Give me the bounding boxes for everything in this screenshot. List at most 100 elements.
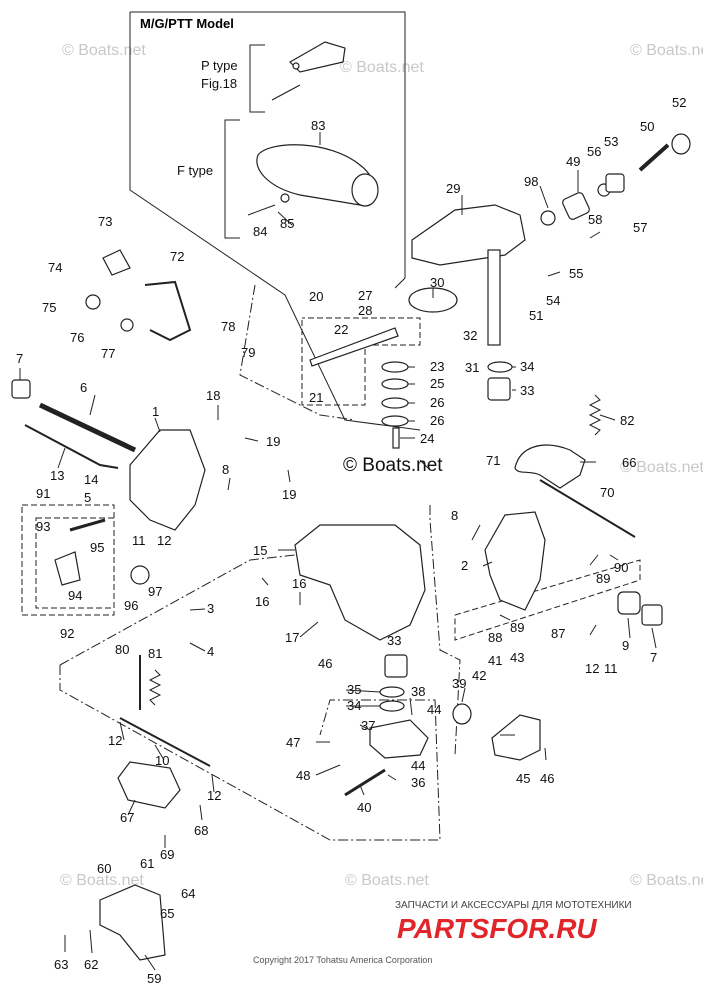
leader-19b — [287, 469, 291, 483]
leader-67 — [127, 799, 136, 816]
model-title: M/G/PTT Model — [140, 16, 234, 31]
leader-6 — [89, 394, 96, 416]
footer: Copyright 2017 Tohatsu America Corporati… — [253, 900, 632, 965]
callout-92: 92 — [60, 626, 74, 641]
callout-19b: 19 — [282, 487, 296, 502]
link-72 — [144, 280, 192, 342]
tilt-tube-6 — [38, 402, 137, 453]
callout-79: 79 — [241, 345, 255, 360]
watermark-mid-right: © Boats.net — [620, 459, 703, 476]
callout-58: 58 — [588, 212, 602, 227]
inset-border-left — [129, 12, 421, 431]
washer-77 — [120, 318, 134, 332]
leader-62 — [89, 929, 93, 954]
callout-19a: 19 — [266, 434, 280, 449]
callout-29: 29 — [446, 181, 460, 196]
callout-59: 59 — [147, 971, 161, 986]
leader-35 — [345, 689, 381, 693]
callout-2: 2 — [461, 558, 468, 573]
watermark-group: © Boats.net © Boats.net © Boats.net © Bo… — [60, 42, 703, 889]
callout-51: 51 — [529, 308, 543, 323]
callout-60: 60 — [97, 861, 111, 876]
callout-22: 22 — [334, 322, 348, 337]
bushing-49 — [562, 192, 590, 220]
callout-70: 70 — [600, 485, 614, 500]
callout-97: 97 — [148, 584, 162, 599]
clamp-bracket-1 — [129, 429, 206, 531]
leader-38 — [409, 697, 413, 716]
assembly-chain-mid — [59, 554, 296, 666]
callout-3: 3 — [207, 601, 214, 616]
callout-45: 45 — [516, 771, 530, 786]
callout-87: 87 — [551, 626, 565, 641]
callout-23: 23 — [430, 359, 444, 374]
pin-24 — [392, 427, 400, 449]
callout-27: 27 — [358, 288, 372, 303]
leader-90 — [609, 554, 619, 561]
pin-93 — [69, 518, 106, 532]
callout-56: 56 — [587, 144, 601, 159]
leader-7b — [651, 627, 657, 649]
watermark-bottom-mid: © Boats.net — [345, 872, 429, 889]
callout-64: 64 — [181, 886, 195, 901]
washer-35 — [379, 686, 405, 698]
callout-88: 88 — [488, 630, 502, 645]
callout-28: 28 — [358, 303, 372, 318]
leader-17 — [299, 621, 319, 638]
callout-89a: 89 — [596, 571, 610, 586]
p-type-bolt — [271, 84, 301, 101]
plate-23 — [381, 361, 409, 373]
f-type-handle-end — [351, 173, 379, 207]
callout-75: 75 — [42, 300, 56, 315]
callout-77: 77 — [101, 346, 115, 361]
bolt-40 — [344, 768, 386, 797]
p-type-label: P type — [201, 58, 238, 73]
callout-4: 4 — [207, 644, 214, 659]
callout-34a: 34 — [520, 359, 534, 374]
callout-44a: 44 — [427, 702, 441, 717]
rod-13 — [24, 424, 119, 469]
callout-94: 94 — [68, 588, 82, 603]
leader-lines — [19, 132, 657, 971]
callout-15: 15 — [253, 543, 267, 558]
leader-82 — [599, 414, 616, 421]
callout-98: 98 — [524, 174, 538, 189]
callout-76: 76 — [70, 330, 84, 345]
callout-32: 32 — [463, 328, 477, 343]
callout-69: 69 — [160, 847, 174, 862]
callout-16b: 16 — [292, 576, 306, 591]
callout-26b: 26 — [430, 413, 444, 428]
tilt-handle-66 — [514, 444, 586, 489]
cap-39 — [452, 703, 472, 725]
callout-11b: 11 — [604, 661, 618, 676]
leader-87 — [589, 624, 597, 636]
lever-94 — [54, 551, 81, 586]
leader-98 — [539, 185, 549, 209]
watermark-bottom-left: © Boats.net — [60, 872, 144, 889]
sub-assembly-boxes — [21, 284, 641, 841]
leader-2 — [482, 561, 493, 567]
inset-model-box: M/G/PTT Model P type Fig.18 F type — [129, 11, 421, 431]
callout-11a: 11 — [132, 533, 146, 548]
callout-80: 80 — [115, 642, 129, 657]
callout-83: 83 — [311, 118, 325, 133]
leader-89a — [589, 554, 599, 566]
leader-89b — [499, 614, 511, 621]
callout-35: 35 — [347, 682, 361, 697]
box-87 — [454, 559, 641, 641]
callout-20: 20 — [309, 289, 323, 304]
callout-74: 74 — [48, 260, 62, 275]
callout-49: 49 — [566, 154, 580, 169]
callout-46a: 46 — [318, 656, 332, 671]
inset-border-right — [130, 11, 406, 289]
bolt-50 — [638, 143, 670, 172]
callout-16a: 16 — [255, 594, 269, 609]
callout-48: 48 — [296, 768, 310, 783]
callout-12a: 12 — [157, 533, 171, 548]
bolt-84 — [247, 204, 276, 216]
swivel-bracket-29 — [411, 204, 526, 266]
callout-21: 21 — [309, 390, 323, 405]
callout-82: 82 — [620, 413, 634, 428]
callout-66: 66 — [622, 455, 636, 470]
watermark-bottom-right: © Boats.net — [630, 872, 703, 889]
